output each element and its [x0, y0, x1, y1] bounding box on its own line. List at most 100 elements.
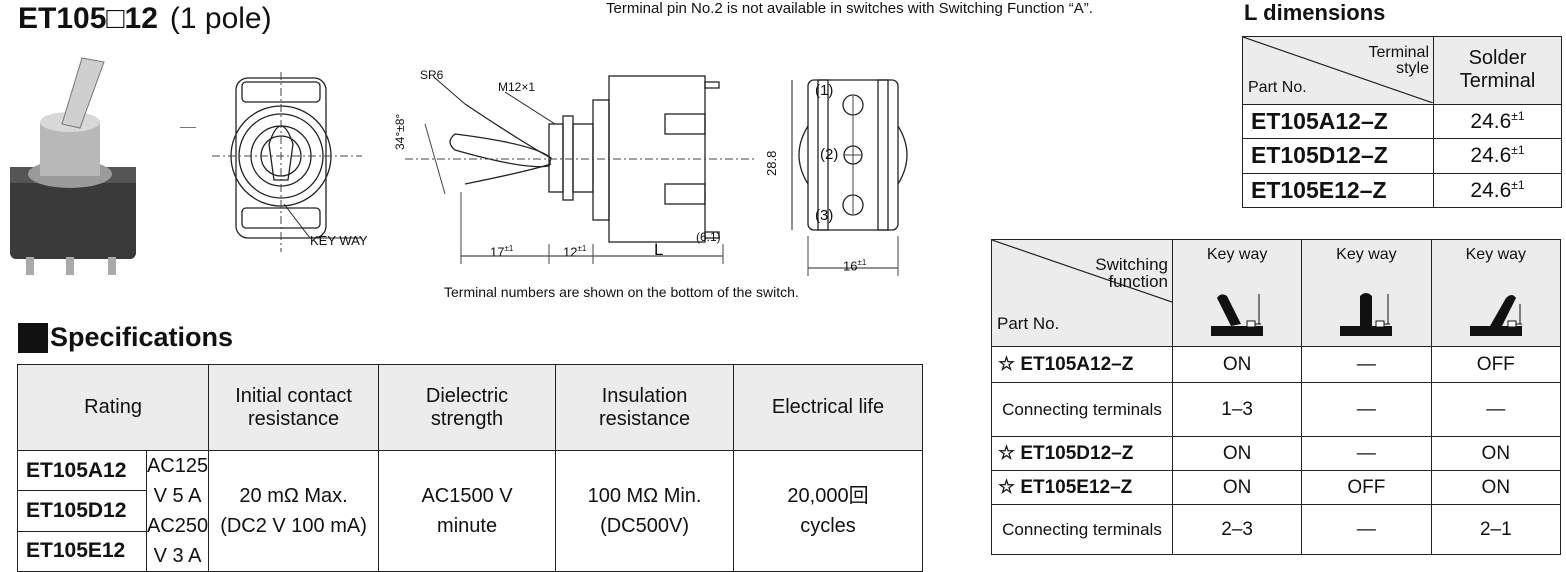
header-rating: Rating: [16, 364, 210, 451]
heading-square-icon: [18, 322, 48, 353]
function-cell: ON: [1171, 470, 1303, 505]
star-icon: ☆: [998, 354, 1016, 375]
dim-12: 12±1: [563, 244, 587, 260]
function-cell: ON: [1430, 436, 1562, 471]
header-electrical-life: Electrical life: [733, 364, 923, 451]
dim-16: 16±1: [843, 258, 867, 274]
keyway-label: Key way: [1336, 246, 1397, 263]
thread-label: M12×1: [498, 80, 536, 94]
l-dimensions-heading: L dimensions: [1244, 0, 1386, 25]
terminal-note: Terminal pin No.2 is not available in sw…: [606, 0, 1093, 17]
table-row: ET105E12–Z 24.6±1: [1242, 172, 1562, 209]
function-cell: —: [1301, 382, 1432, 437]
sr-label: SR6: [420, 68, 444, 82]
function-cell: ON: [1171, 436, 1303, 471]
part-number: ET105A12: [17, 449, 147, 492]
angle-label: 34°±8°: [393, 113, 407, 150]
l-value: 24.6±1: [1433, 138, 1562, 174]
star-icon: ☆: [998, 443, 1016, 464]
terminal-2-label: (2): [820, 146, 839, 163]
terminal-3-label: (3): [815, 207, 834, 224]
divider: [180, 127, 196, 128]
keyway-column-1: Key way: [1171, 239, 1303, 347]
table-row: ☆ ET105A12–Z ON — OFF: [991, 346, 1562, 383]
header-part-no: Part No.: [1248, 79, 1307, 97]
part-number-cell: ☆ ET105A12–Z: [991, 346, 1173, 383]
part-number: ET105D12: [17, 490, 147, 532]
function-cell: OFF: [1430, 346, 1562, 383]
function-cell: —: [1430, 382, 1562, 437]
part-number: ET105D12–Z: [1242, 138, 1434, 174]
function-cell: 1–3: [1171, 382, 1303, 437]
keyway-label: KEY WAY: [310, 233, 368, 248]
part-number: ET105E12–Z: [1242, 172, 1434, 209]
bottom-view-drawing: [791, 79, 908, 276]
switch-photo: [10, 57, 136, 275]
diagonal-line: [992, 240, 1172, 303]
keyway-label: Key way: [1206, 246, 1268, 263]
function-cell: OFF: [1301, 470, 1432, 505]
table-row: ET105A12–Z 24.6±1: [1242, 103, 1562, 140]
part-number: ET105E12: [17, 530, 147, 572]
table-row: ☆ ET105D12–Z ON — ON: [991, 436, 1562, 471]
insulation-cell: 100 MΩ Min.(DC500V): [555, 450, 734, 572]
terminal-1-label: (1): [815, 82, 834, 99]
contact-resistance-cell: 20 mΩ Max.(DC2 V 100 mA): [208, 450, 380, 572]
l-value: 24.6±1: [1433, 103, 1562, 140]
function-cell: ON: [1430, 470, 1562, 505]
side-view-drawing: [405, 75, 755, 264]
header-contact-resistance: Initial contact resistance: [208, 364, 380, 451]
dim-28-8: 28.8: [764, 150, 779, 176]
table-row: Connecting terminals 2–3 — 2–1: [991, 504, 1562, 555]
part-number-cell: ☆ ET105E12–Z: [991, 470, 1173, 505]
function-cell: —: [1301, 504, 1432, 555]
dim-17: 17±1: [490, 244, 514, 260]
drawing-caption: Terminal numbers are shown on the bottom…: [444, 284, 799, 300]
function-cell: 2–1: [1430, 504, 1562, 555]
dim-6-1: (6.1): [696, 230, 721, 244]
function-cell: ON: [1171, 346, 1303, 383]
l-value: 24.6±1: [1433, 172, 1562, 209]
front-view-drawing: [212, 72, 362, 252]
keyway-label: Key way: [1465, 246, 1527, 263]
star-icon: ☆: [998, 477, 1016, 498]
toggle-right-icon: [1469, 295, 1522, 336]
dim-L: L: [654, 240, 664, 259]
part-number: ET105A12–Z: [1242, 103, 1434, 140]
table-row: ET105D12: [17, 490, 923, 532]
table-header-row: Rating Initial contact resistance Dielec…: [16, 364, 923, 451]
specifications-heading: Specifications: [18, 322, 233, 353]
part-number-cell: ☆ ET105D12–Z: [991, 436, 1173, 471]
toggle-left-icon: [1211, 294, 1264, 336]
keyway-column-2: Key way: [1301, 239, 1432, 347]
table-row: ☆ ET105E12–Z ON OFF ON: [991, 470, 1562, 505]
header-part-no: Part No.: [997, 314, 1060, 333]
pole-count: (1 pole): [169, 2, 272, 35]
connecting-terminals-label: Connecting terminals: [991, 382, 1173, 437]
toggle-center-icon: [1340, 293, 1393, 336]
specifications-table: Rating Initial contact resistance Dielec…: [16, 364, 923, 572]
header-insulation: Insulation resistance: [555, 364, 734, 451]
function-cell: —: [1301, 436, 1432, 471]
header-dielectric: Dielectric strength: [378, 364, 557, 451]
model-number: ET105□12: [18, 2, 158, 35]
function-cell: 2–3: [1171, 504, 1303, 555]
keyway-column-3: Key way: [1430, 239, 1562, 347]
connecting-terminals-label: Connecting terminals: [991, 504, 1173, 555]
table-row: ET105D12–Z 24.6±1: [1242, 138, 1562, 174]
function-cell: —: [1301, 346, 1432, 383]
header-solder-terminal: Solder Terminal: [1433, 36, 1562, 105]
table-row: Connecting terminals 1–3 — —: [991, 382, 1562, 437]
